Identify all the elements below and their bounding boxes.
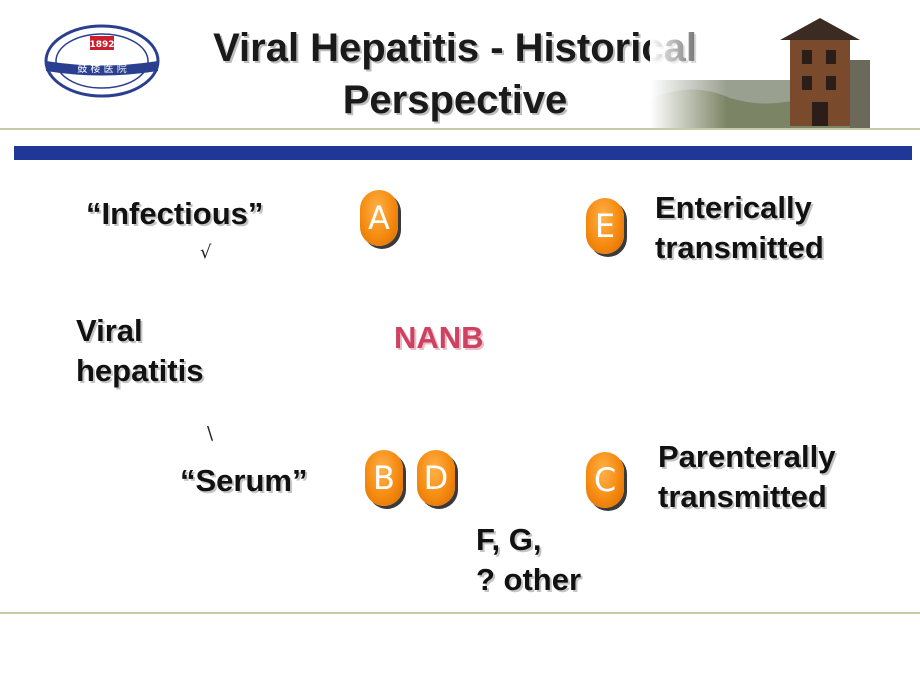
header-rule — [0, 128, 920, 130]
enteric-line1: Enterically — [655, 190, 812, 225]
logo-text: 鼓 楼 医 院 — [77, 62, 127, 75]
serum-label: “Serum” — [180, 463, 308, 498]
viral-hepatitis-label: Viral hepatitis — [76, 311, 203, 391]
nanb-label: NANB — [394, 320, 484, 355]
infectious-label: “Infectious” — [86, 196, 264, 231]
accent-bar — [14, 146, 912, 160]
check-mark: √ — [200, 242, 212, 263]
badge-e: E — [586, 198, 624, 254]
logo-year: 1892 — [89, 40, 114, 50]
slide-title-line2: Perspective — [342, 78, 568, 122]
other-viruses-line2: ? other — [476, 562, 582, 597]
slide-title: Viral Hepatitis - Historical Perspective — [150, 22, 760, 126]
enteric-label: Enterically transmitted — [655, 188, 824, 268]
backslash-mark: \ — [207, 423, 214, 444]
footer-rule — [0, 612, 920, 614]
viral-hepatitis-line2: hepatitis — [76, 353, 204, 388]
parenteral-line2: transmitted — [658, 479, 827, 514]
parenteral-line1: Parenterally — [658, 439, 836, 474]
parenteral-label: Parenterally transmitted — [658, 437, 836, 517]
other-viruses-line1: F, G, — [476, 522, 542, 557]
badge-b: B — [365, 450, 403, 506]
slide-title-line1: Viral Hepatitis - Historical — [213, 26, 697, 70]
other-viruses-label: F, G, ? other — [476, 520, 581, 600]
badge-a: A — [360, 190, 398, 246]
hospital-logo: 1892 鼓 楼 医 院 — [44, 24, 160, 98]
tower-image — [650, 10, 870, 128]
enteric-line2: transmitted — [655, 230, 824, 265]
viral-hepatitis-line1: Viral — [76, 313, 143, 348]
badge-c: C — [586, 452, 624, 508]
badge-d: D — [417, 450, 455, 506]
